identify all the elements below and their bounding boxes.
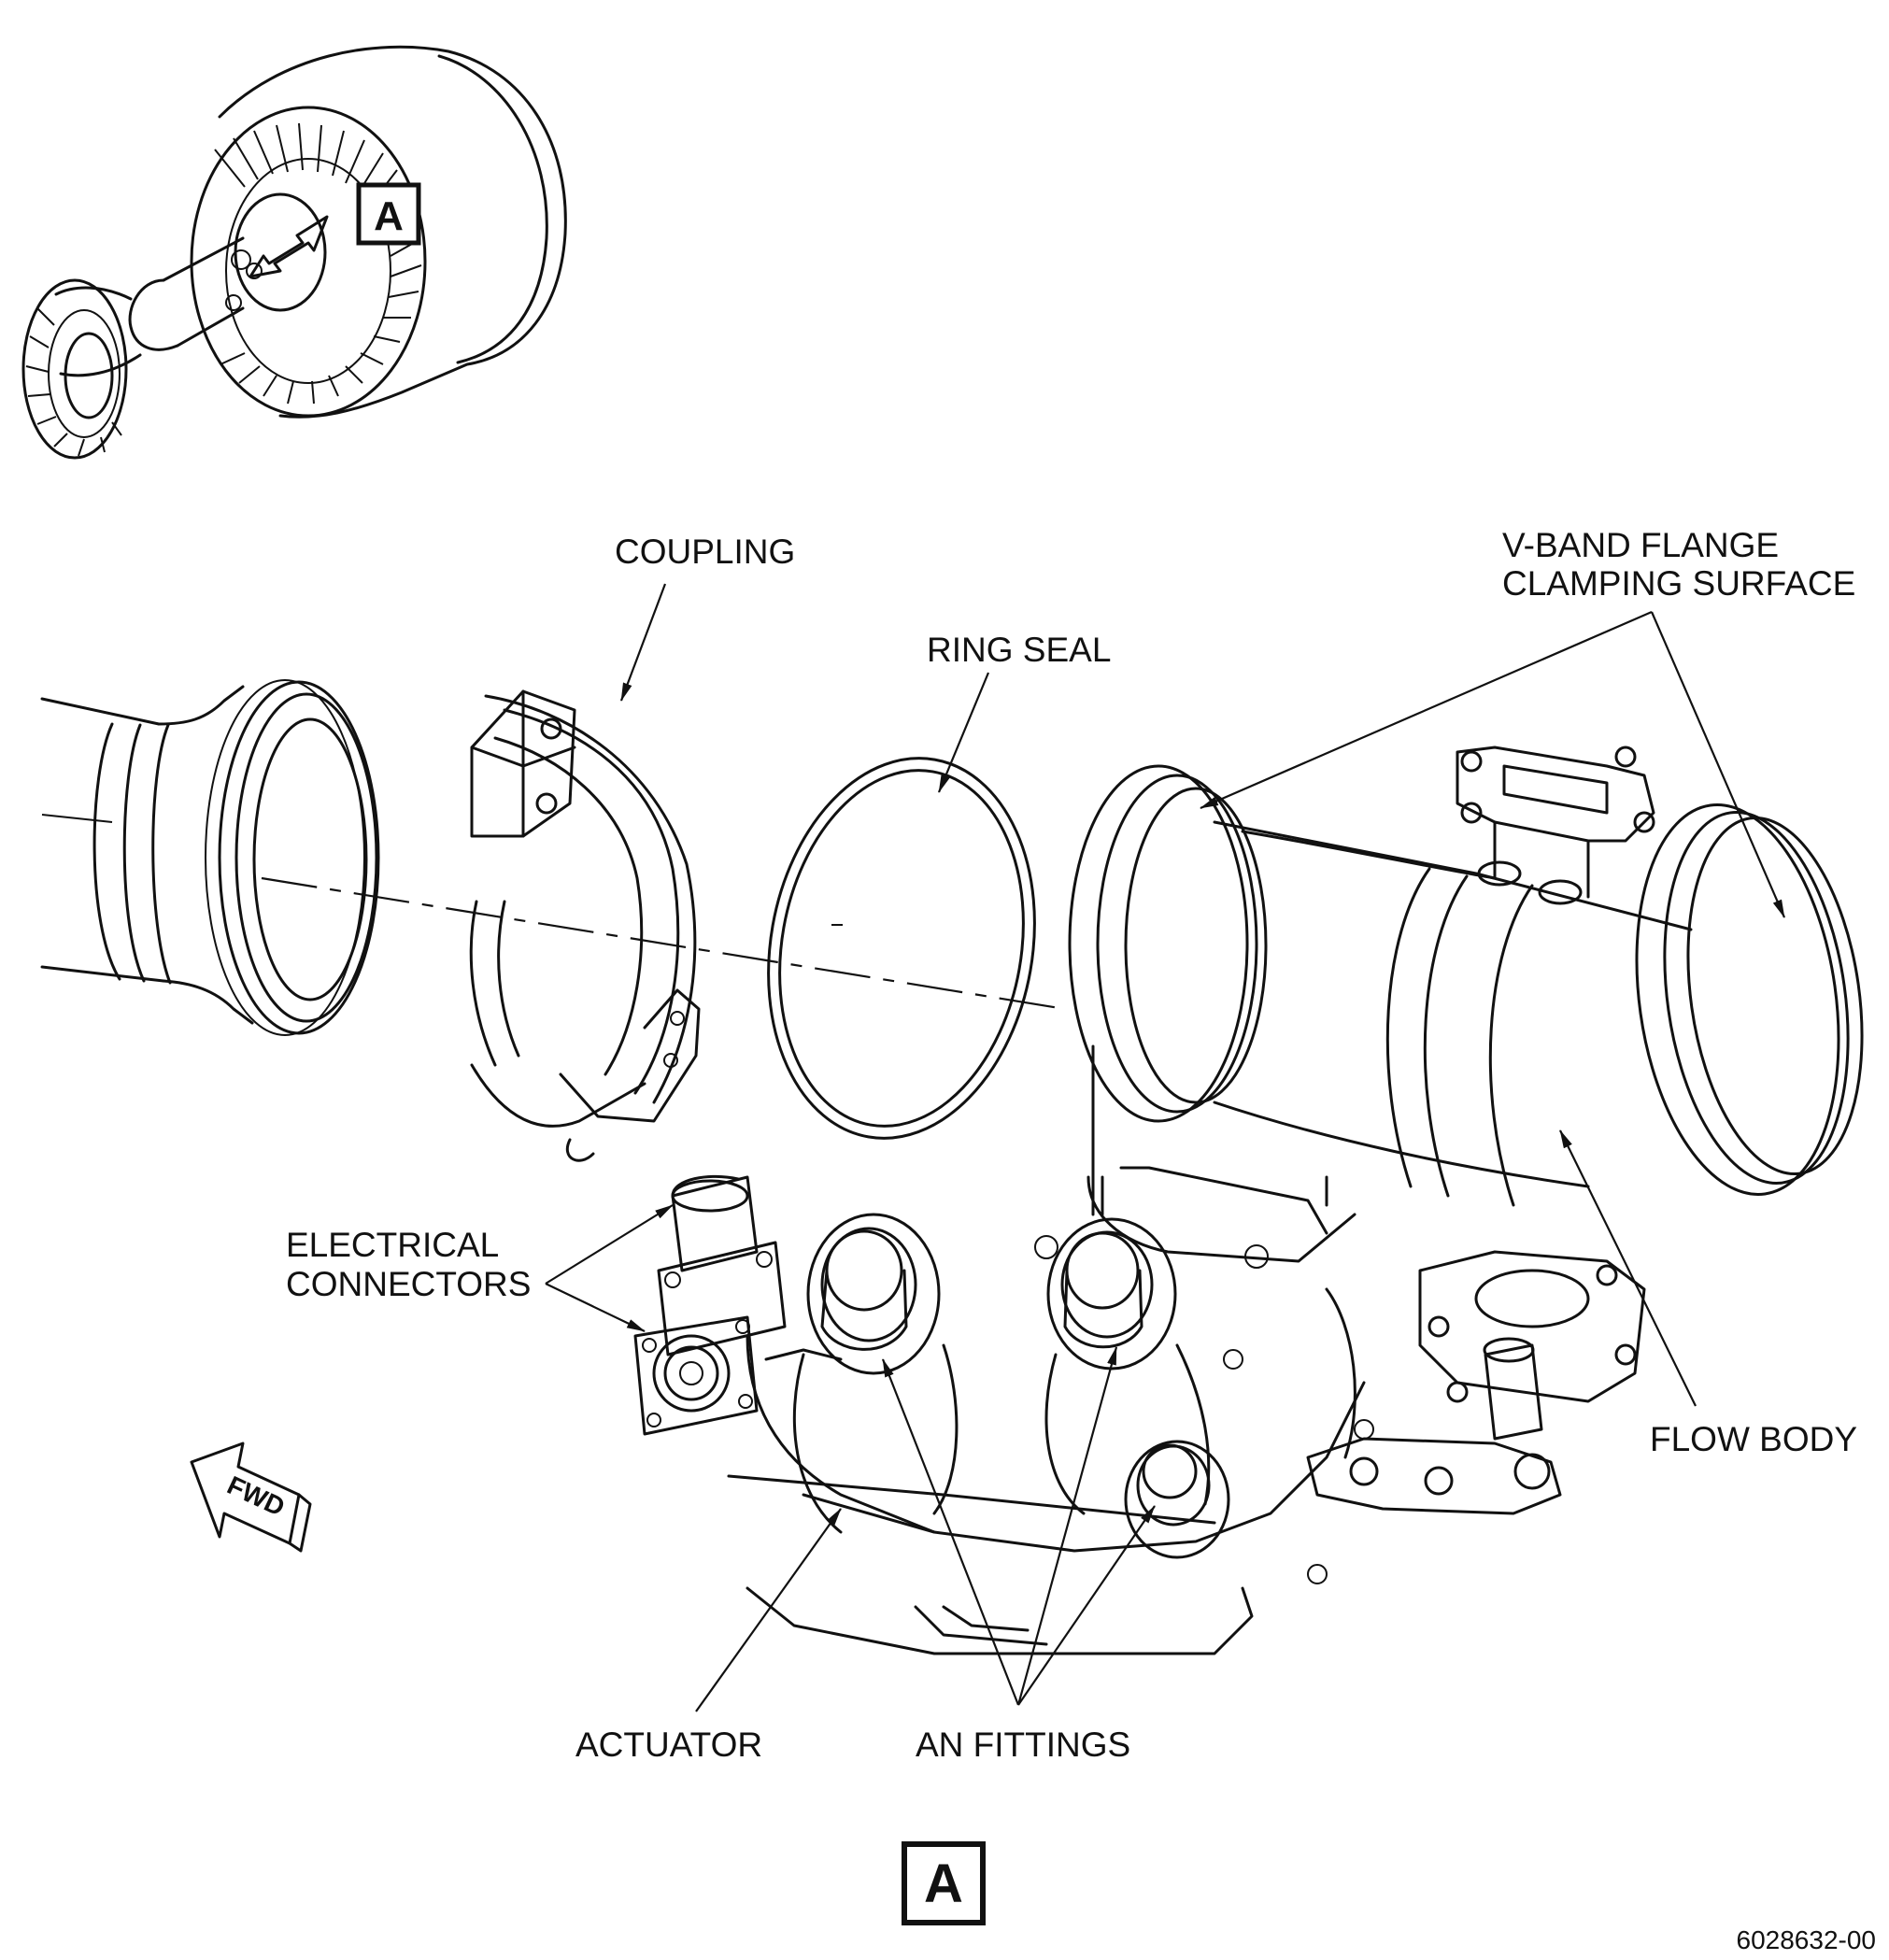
detail-a-locator-box	[356, 182, 421, 246]
engine-locator-view: A	[21, 45, 567, 460]
label-flow-body: FLOW BODY	[1650, 1420, 1857, 1458]
label-vband-flange-line2: CLAMPING SURFACE	[1502, 564, 1855, 603]
detail-a-view-box	[902, 1841, 986, 1925]
leader-lines	[545, 583, 1786, 1712]
detail-a-locator-letter: A	[374, 193, 404, 239]
label-coupling: COUPLING	[615, 533, 795, 571]
assembly-centerline	[261, 876, 1066, 1011]
fwd-arrow: FWD	[190, 1442, 312, 1553]
valve-assembly	[633, 746, 1864, 1655]
label-an-fittings: AN FITTINGS	[916, 1726, 1130, 1764]
figure-number: 6028632-00	[1737, 1925, 1876, 1954]
v-band-coupling	[469, 689, 701, 1162]
label-electrical-line2: CONNECTORS	[286, 1265, 531, 1303]
duct	[40, 685, 254, 1025]
label-actuator: ACTUATOR	[575, 1726, 762, 1764]
duct-flange	[205, 679, 380, 1036]
label-vband-flange-line1: V-BAND FLANGE	[1502, 526, 1779, 564]
ring-seal	[767, 757, 1036, 1140]
label-ring-seal: RING SEAL	[927, 631, 1111, 669]
label-electrical-line1: ELECTRICAL	[286, 1226, 499, 1264]
detail-a-view-letter: A	[924, 1853, 963, 1914]
fwd-label: FWD	[223, 1470, 290, 1522]
